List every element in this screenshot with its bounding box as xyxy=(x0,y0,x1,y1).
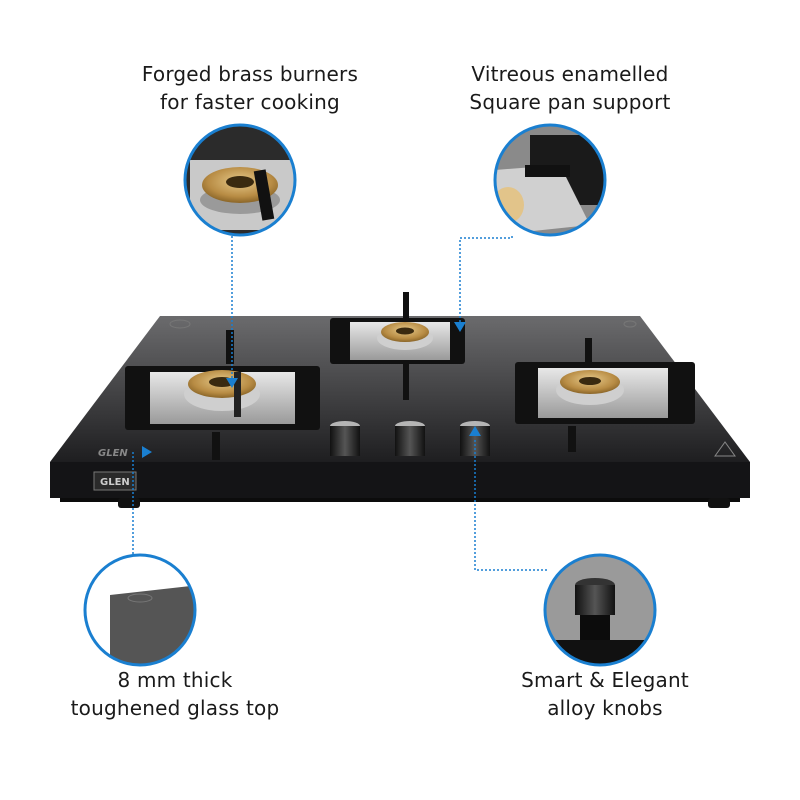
caption-line: Smart & Elegant xyxy=(521,668,689,692)
caption-line: toughened glass top xyxy=(70,696,280,720)
caption-line: for faster cooking xyxy=(160,90,340,114)
feature-caption-pan-support: Vitreous enamelled Square pan support xyxy=(430,60,710,116)
detail-bubble-knob xyxy=(543,553,657,667)
callout-arrows xyxy=(142,322,481,458)
svg-text:GLEN: GLEN xyxy=(98,448,128,459)
burner-center xyxy=(330,292,465,400)
svg-text:GLEN: GLEN xyxy=(100,477,130,488)
feature-caption-burners: Forged brass burners for faster cooking xyxy=(110,60,390,116)
burner-left xyxy=(125,330,320,460)
caption-line: Square pan support xyxy=(469,90,671,114)
caption-line: alloy knobs xyxy=(547,696,663,720)
knob-1 xyxy=(330,421,360,456)
callout-lines xyxy=(132,236,548,571)
burner-right xyxy=(515,338,695,452)
feature-caption-glass-top: 8 mm thick toughened glass top xyxy=(40,666,310,722)
feature-caption-knobs: Smart & Elegant alloy knobs xyxy=(480,666,730,722)
caption-line: Forged brass burners xyxy=(141,62,359,86)
caption-line: 8 mm thick xyxy=(117,668,233,692)
detail-bubble-pan-support xyxy=(493,123,607,237)
caption-line: Vitreous enamelled xyxy=(471,62,669,86)
knob-2 xyxy=(395,421,425,456)
detail-bubble-burner xyxy=(183,123,297,237)
detail-bubble-glass xyxy=(83,553,197,667)
